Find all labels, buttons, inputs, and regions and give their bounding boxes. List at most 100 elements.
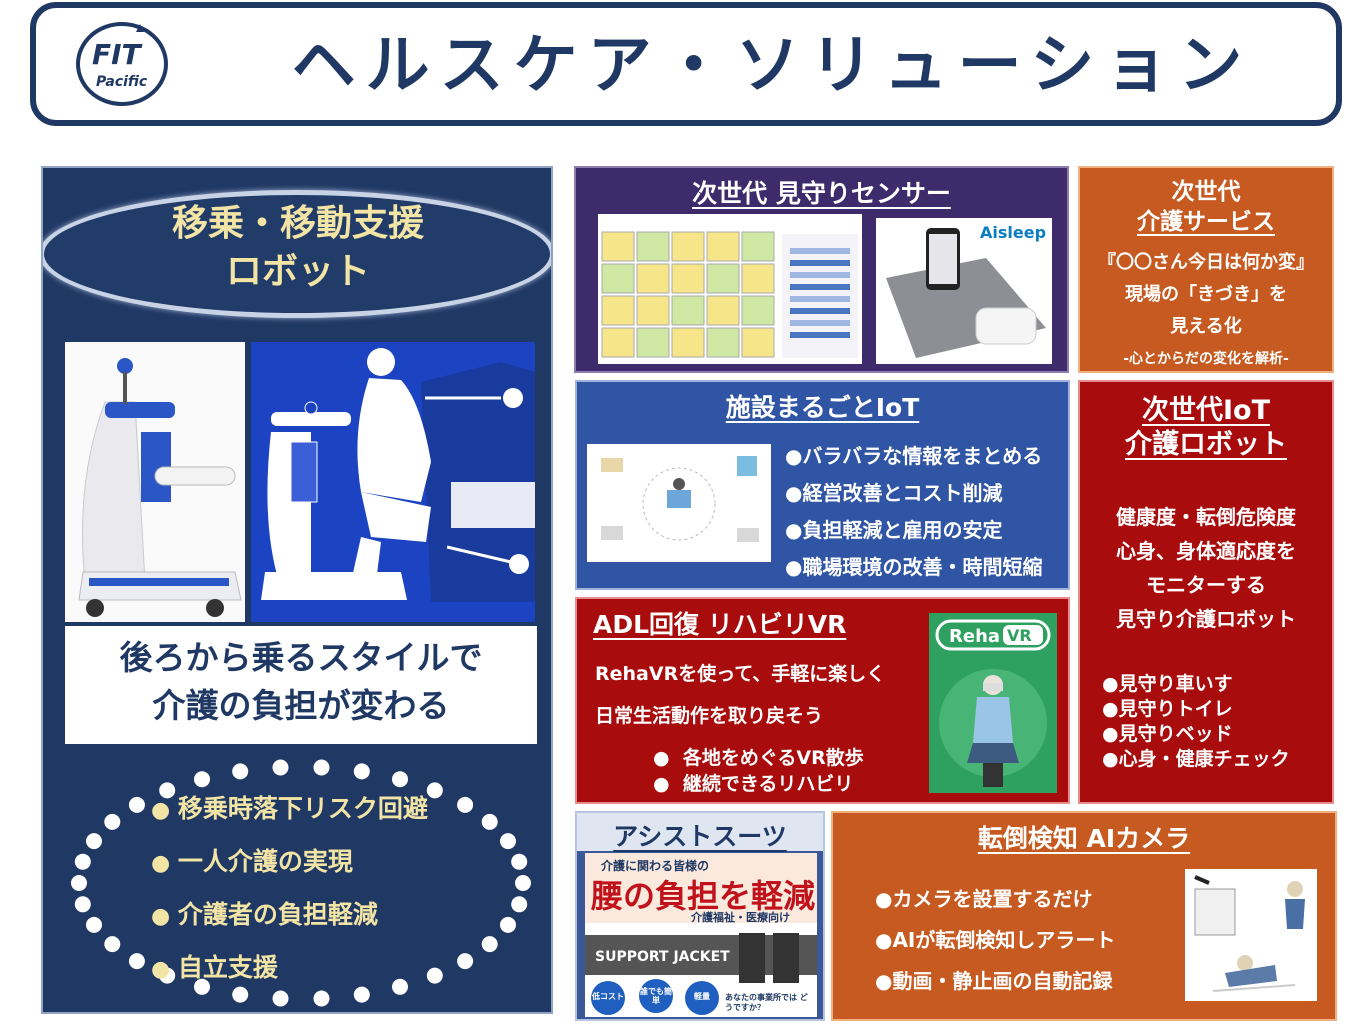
dotted-frame [71,759,531,1007]
list-item: ●バラバラな情報をまとめる [785,444,1043,468]
sensor-tile [601,327,635,358]
sensor-tile [706,327,740,358]
decorative-dot [457,953,474,970]
badge-light: 軽量 [694,992,710,1001]
poster-jacket: SUPPORT JACKET [595,949,730,965]
heading-line1: 移乗・移動支援 [171,203,424,244]
suit-person-illustration [739,933,799,983]
sensor-bar [790,260,850,266]
decorative-dot [86,833,102,850]
sensor-bar [790,320,850,326]
care-service-panel: 次世代 介護サービス 『〇〇さん今日は何か変』 現場の「きづき」を 見える化 -… [1078,166,1334,373]
aisleep-brand: Aisleep [980,223,1046,242]
decorative-dot [313,990,330,1007]
robot-photo [65,342,245,622]
sensor-tile [671,231,705,262]
logo-text-bottom: Pacific [96,74,148,90]
header-banner: FIT Pacific ヘルスケア・ソリューション [30,2,1342,126]
decorative-dot [392,771,408,788]
poster-question: あなたの事業所では どうですか？ [725,993,808,1012]
ai-bullet-list: ●カメラを設置するだけ ●AIが転倒検知しアラート ●動画・静止画の自動記録 [875,879,1115,1002]
decorative-dot [481,813,498,830]
list-item: ● 各地をめぐるVR散歩 [653,747,864,769]
decorative-dot [353,986,370,1003]
sensor-tile [636,231,670,262]
decorative-dot [511,896,528,913]
rehavr-logo-text2: VR [1007,626,1032,645]
decorative-dot [272,990,289,1007]
sensor-tile [741,295,775,326]
sensor-bar [790,284,850,290]
decorative-dot [74,896,91,913]
suit-title-bar [577,813,823,851]
decorative-dot [128,796,145,813]
robot-bullet-list: ●見守り車いす ●見守りトイレ ●見守りベッド ●心身・健康チェック [1102,672,1290,772]
sensor-tile [636,327,670,358]
sensor-tile [706,231,740,262]
decorative-dot [71,875,87,891]
decorative-dot [457,796,474,813]
facility-iot-panel: 施設まるごとIoT ●バラバラな情報をまとめる ●経営改善とコスト削減 ●負担軽… [575,380,1070,590]
list-item: ●心身・健康チェック [1102,748,1290,770]
list-item: ●見守りベッド [1102,723,1233,745]
care-line3: 見える化 [1170,316,1242,337]
decorative-dot [313,759,330,776]
rehab-vr-panel: ADL回復 リハビリVR RehaVRを使って、手軽に楽しく 日常生活動作を取り… [575,597,1070,804]
list-item: ● 一人介護の実現 [151,847,353,876]
iot-title: 施設まるごとIoT [725,393,920,422]
list-item: ●見守り車いす [1102,673,1233,695]
assist-suit-poster: 介護に関わる皆様の 腰の負担を軽減 介護福祉・医療向け SUPPORT JACK… [585,853,817,1017]
sensor-tile [671,295,705,326]
sensor-tile [601,231,635,262]
decorative-dot [232,763,249,780]
page-title: ヘルスケア・ソリューション [291,29,1253,103]
sensor-tile [741,327,775,358]
tagline-line1: 後ろから乗るスタイルで [119,638,483,677]
iot-diagram-image [587,444,771,562]
list-item: ● 自立支援 [151,953,278,982]
care-line2: 現場の「きづき」を [1125,284,1287,305]
vr-desc-line1: RehaVRを使って、手軽に楽しく [595,663,886,685]
ai-camera-panel: 転倒検知 AIカメラ ●カメラを設置するだけ ●AIが転倒検知しアラート ●動画… [831,811,1337,1021]
sensor-bar [790,272,850,278]
decorative-dot [159,782,176,799]
list-item: ● 介護者の負担軽減 [151,900,378,929]
sensor-tile [636,295,670,326]
poster-headline: 腰の負担を軽減 [591,877,816,915]
decorative-dot [159,967,176,984]
sensor-tile [636,263,670,294]
decorative-dot [481,936,498,953]
list-item: ● 継続できるリハビリ [653,773,854,795]
decorative-dot [232,986,249,1003]
decorative-dot [104,936,121,953]
decorative-dot [426,782,443,799]
sensor-dashboard-image [598,214,862,364]
decorative-dot [86,916,102,933]
heading-line2: ロボット [225,251,370,292]
list-item: ●動画・静止画の自動記録 [875,969,1113,993]
list-item: ●経営改善とコスト削減 [785,481,1003,505]
robot-title-line2: 介護ロボット [1125,429,1287,460]
sensor-bar [790,308,850,314]
sensor-tile [741,263,775,294]
fall-detection-image [1185,869,1317,1001]
robot-description: 健康度・転倒危険度 心身、身体適応度を モニターする 見守り介護ロボット [1116,505,1296,631]
assist-suit-panel: アシストスーツ 介護に関わる皆様の 腰の負担を軽減 介護福祉・医療向け SUPP… [575,811,825,1021]
decorative-dot [128,953,145,970]
aisleep-device-image: Aisleep [876,218,1052,364]
left-bullet-list: ● 移乗時落下リスク回避 ● 一人介護の実現 ● 介護者の負担軽減 ● 自立支援 [151,788,511,1000]
decorative-dot [194,978,210,995]
sensor-tile [671,327,705,358]
decorative-dot [353,763,370,780]
sensor-tile [741,231,775,262]
fit-pacific-logo: FIT Pacific [76,22,168,106]
sensor-bar [790,248,850,254]
list-item: ●カメラを設置するだけ [875,887,1093,911]
iot-robot-panel: 次世代IoT 介護ロボット 健康度・転倒危険度 心身、身体適応度を モニターする… [1078,380,1334,804]
panel-heading: 移乗・移動支援 ロボット [43,200,551,296]
sensor-panel: 次世代 見守りセンサー Aisleep [574,166,1069,373]
rehavr-image: Reha VR [929,613,1057,793]
list-item: ●AIが転倒検知しアラート [875,928,1116,952]
care-title-line2: 介護サービス [1137,209,1275,235]
decorative-dot [104,813,121,830]
